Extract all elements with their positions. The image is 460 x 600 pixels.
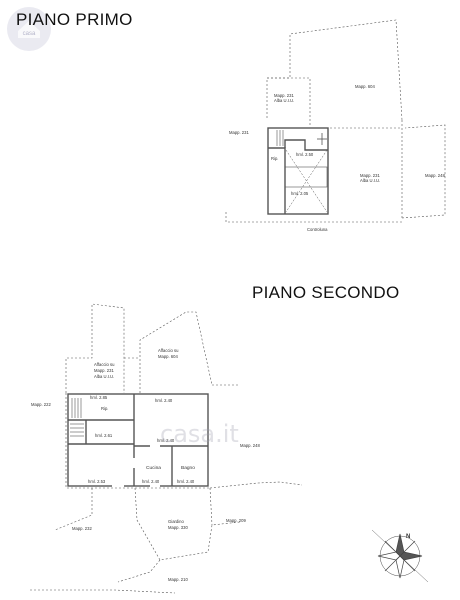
- label-alba-uiu-right: Alba U.I.U.: [360, 178, 380, 183]
- label-cucina: Cucina: [146, 465, 161, 471]
- logo-text: casa: [23, 31, 36, 37]
- label-mapp-232: Mapp. 232: [72, 526, 92, 531]
- label-hml-253: hml. 2.53: [88, 479, 106, 484]
- label-hml-240-c: hml. 2.40: [142, 479, 160, 484]
- label-giardino: Giardino: [168, 519, 184, 524]
- label-mapp-209: Mapp. 209: [226, 518, 246, 523]
- first-floor-walls: [267, 127, 329, 215]
- label-hml-top: hml. 2.50: [296, 152, 314, 157]
- compass-rose: [371, 529, 429, 583]
- label-mapp-248: Mapp. 248: [240, 443, 260, 448]
- label-rip: Rip.: [101, 406, 108, 411]
- label-hml-240-b: hml. 2.40: [157, 438, 175, 443]
- watermark-logo: casa: [4, 4, 54, 54]
- second-floor-parcel-lines: [30, 303, 303, 594]
- title-piano-secondo: PIANO SECONDO: [252, 283, 400, 302]
- second-floor-doors: [112, 444, 160, 488]
- label-mapp-231-top: Mapp. 231: [274, 93, 294, 98]
- label-mapp-248: Mapp. 248: [425, 173, 445, 178]
- label-mapp-604: Mapp. 604: [355, 84, 375, 89]
- house-icon: [18, 21, 40, 38]
- label-hml-240-d: hml. 2.40: [177, 479, 195, 484]
- label-mapp-231-left: Mapp. 231: [229, 130, 249, 135]
- label-hml-240-a: hml. 2.40: [155, 398, 173, 403]
- label-hml-bottom: hml. 2.05: [291, 191, 309, 196]
- first-floor-vent-symbol: [317, 133, 327, 145]
- label-mapp-222: Mapp. 222: [31, 402, 51, 407]
- label-affaccio-right-2: Mapp. 604: [158, 354, 178, 359]
- label-affaccio-left-1: Affaccio su: [94, 362, 115, 367]
- label-affaccio-right-1: Affaccio su: [158, 348, 179, 353]
- label-mapp-210: Mapp. 210: [168, 577, 188, 582]
- compass-north-label: N: [406, 534, 410, 540]
- label-alba-uiu-top: Alba U.I.U.: [274, 98, 294, 103]
- second-floor-plan: [30, 303, 303, 594]
- second-floor-walls: [67, 393, 209, 487]
- label-affaccio-left-3: Alba U.I.U.: [94, 374, 114, 379]
- label-hml-261: hml. 2.61: [95, 433, 113, 438]
- label-bagno: Bagno: [181, 465, 195, 471]
- label-hml-285: hml. 2.85: [90, 395, 108, 400]
- label-rip: Rip.: [271, 156, 278, 161]
- second-floor-stairs: [70, 398, 84, 437]
- label-mapp-231-right: Mapp. 231: [360, 173, 380, 178]
- first-floor-plan: [225, 19, 446, 223]
- first-floor-stairs: [276, 130, 284, 146]
- watermark-center: casa.it: [160, 420, 239, 448]
- title-piano-primo: PIANO PRIMO: [16, 10, 133, 29]
- label-affaccio-left-2: Mapp. 231: [94, 368, 114, 373]
- first-floor-parcel-lines: [225, 19, 446, 223]
- label-controluna: Controluna: [307, 227, 328, 232]
- label-mapp-330: Mapp. 330: [168, 525, 188, 530]
